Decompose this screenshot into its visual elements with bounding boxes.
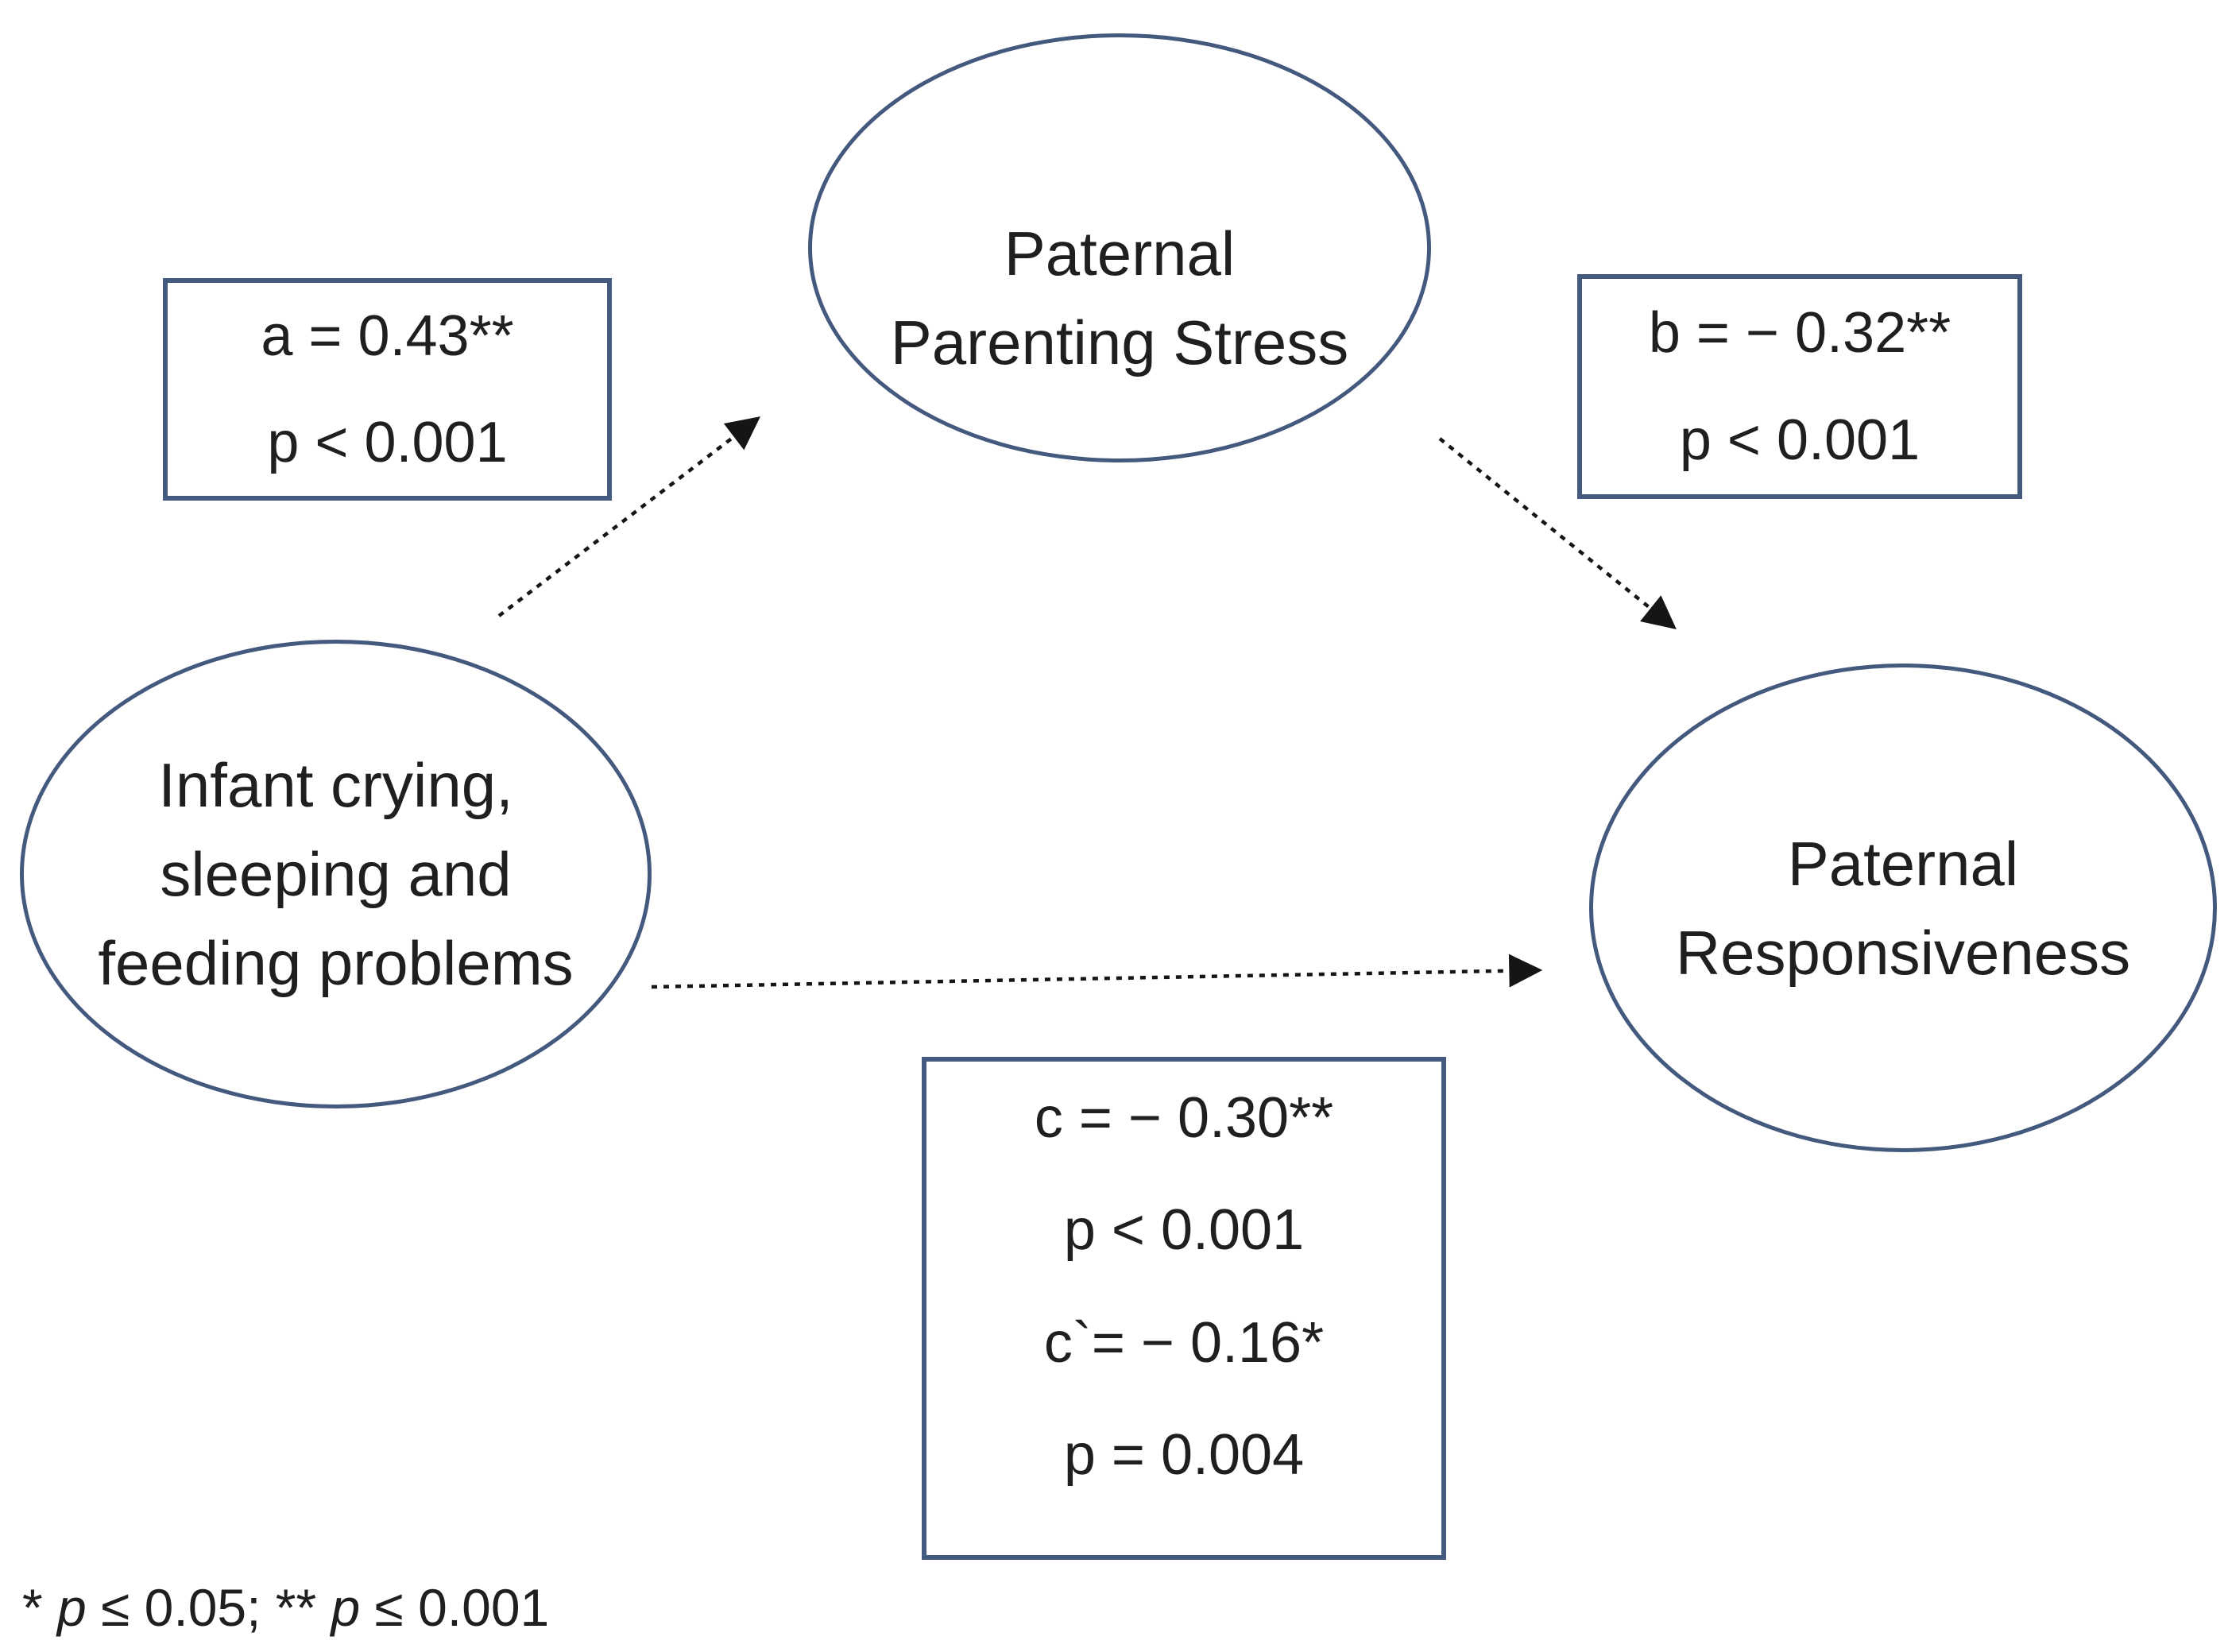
node-predictor-line-3: feeding problems — [98, 928, 574, 998]
footnote-part-3: ≤ 0.05; ** — [86, 1578, 331, 1637]
path-c-label-box: c = − 0.30** p < 0.001 c`= − 0.16* p = 0… — [922, 1057, 1446, 1560]
node-predictor-line-1: Infant crying, — [158, 750, 513, 820]
node-outcome-line-2: Responsiveness — [1675, 917, 2131, 988]
node-predictor-line-2: sleeping and — [160, 839, 512, 909]
node-predictor-ellipse: Infant crying, sleeping and feeding prob… — [20, 640, 652, 1108]
path-b-label-box: b = − 0.32** p < 0.001 — [1577, 274, 2022, 499]
significance-footnote: * p ≤ 0.05; ** p ≤ 0.001 — [22, 1572, 549, 1643]
path-a-pvalue: p < 0.001 — [267, 411, 508, 474]
path-c-arrow — [651, 954, 1543, 989]
node-outcome-label: Paternal Responsiveness — [1676, 819, 2130, 997]
path-b-coefficient: b = − 0.32** — [1648, 300, 1951, 365]
path-c-coefficient: c = − 0.30** — [1034, 1085, 1334, 1150]
footnote-part-1: * — [22, 1578, 58, 1637]
footnote-part-4: p — [331, 1578, 361, 1637]
path-c-prime-coefficient: c`= − 0.16* — [1043, 1310, 1325, 1375]
node-mediator-ellipse: Paternal Parenting Stress — [808, 33, 1431, 462]
node-outcome-ellipse: Paternal Responsiveness — [1589, 664, 2217, 1152]
node-predictor-label: Infant crying, sleeping and feeding prob… — [98, 741, 573, 1008]
node-outcome-line-1: Paternal — [1787, 828, 2019, 899]
path-b-pvalue: p < 0.001 — [1679, 408, 1920, 473]
path-c-pvalue: p < 0.001 — [1063, 1198, 1305, 1263]
path-c-prime-pvalue: p = 0.004 — [1063, 1423, 1305, 1488]
node-mediator-label: Paternal Parenting Stress — [891, 110, 1349, 387]
footnote-part-5: ≤ 0.001 — [360, 1578, 550, 1637]
node-mediator-line-2: Parenting Stress — [890, 307, 1349, 377]
node-mediator-line-1: Paternal — [1004, 218, 1236, 288]
path-a-label-box: a = 0.43** p < 0.001 — [163, 278, 612, 501]
path-a-coefficient: a = 0.43** — [261, 304, 514, 368]
footnote-part-2: p — [57, 1578, 87, 1637]
